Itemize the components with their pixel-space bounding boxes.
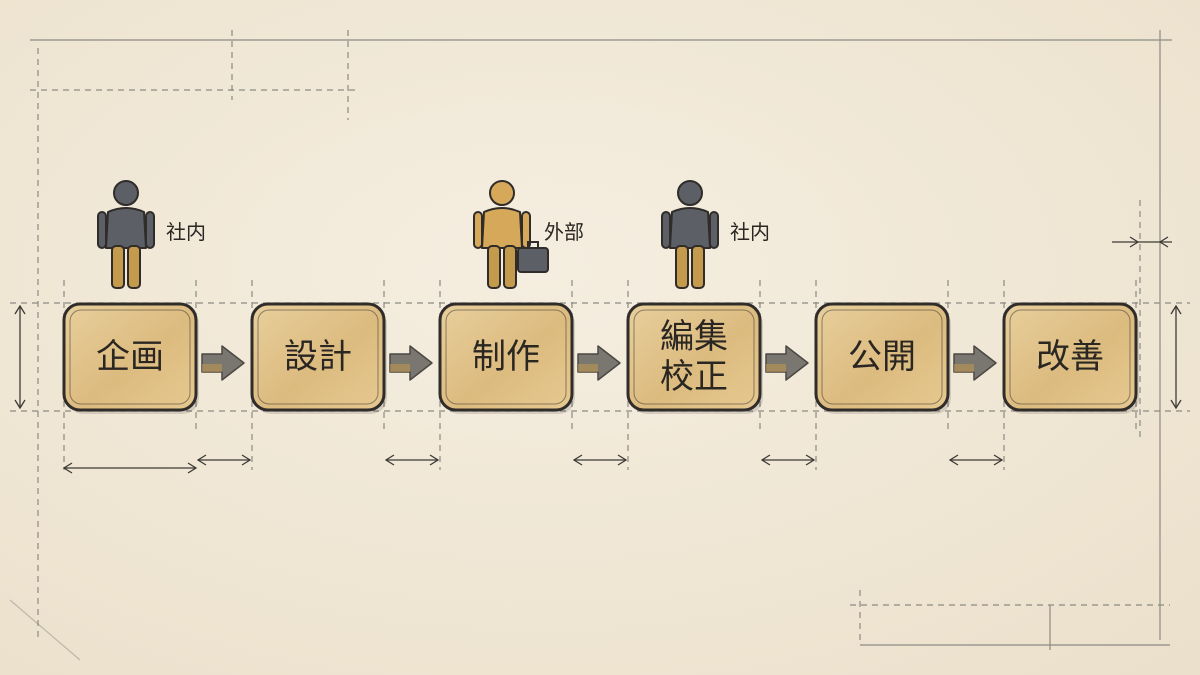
gap-dimension-head [572, 454, 583, 466]
gap-dimension-head [948, 454, 959, 466]
person-head [113, 180, 139, 206]
step-box-inner [1009, 309, 1131, 405]
role-label: 社内 [730, 220, 770, 244]
flow-arrow-tint [766, 364, 786, 372]
person-leg [111, 245, 125, 289]
margin-dimension-head [1129, 236, 1140, 248]
flow-arrow-tint [202, 364, 222, 372]
person-leg [487, 245, 501, 289]
role-label: 社内 [166, 220, 206, 244]
person-icon: 社内 [97, 180, 206, 289]
person-arm [661, 211, 671, 249]
step-box-inner [633, 309, 755, 405]
frame-corner-line [9, 599, 81, 661]
gap-dimension-head [196, 454, 207, 466]
person-torso [669, 207, 711, 249]
person-arm [97, 211, 107, 249]
gap-dimension-head [760, 454, 771, 466]
person-arm [709, 211, 719, 249]
step-box [438, 302, 574, 412]
step-label: 設計 [284, 337, 352, 377]
person-leg [675, 245, 689, 289]
gap-dimension-head [993, 454, 1004, 466]
box-height-dimension-left-head [14, 304, 26, 315]
briefcase-icon [517, 247, 549, 273]
role-figures: 社内 外部 社内 [97, 180, 770, 289]
step-box-inner [821, 309, 943, 405]
gap-dimension-head [429, 454, 440, 466]
step-box [814, 302, 950, 412]
person-arm [473, 211, 483, 249]
process-step: 改善 [1002, 302, 1139, 414]
flow-arrow-tint [390, 364, 410, 372]
gap-dimension-head [384, 454, 395, 466]
step-label: 公開 [848, 337, 916, 377]
blueprint-guides [9, 30, 1190, 661]
flow-arrows [201, 345, 997, 381]
person-icon: 社内 [661, 180, 770, 289]
process-step: 企画 [62, 302, 199, 414]
box-height-dimension-left-head [14, 399, 26, 410]
person-leg [503, 245, 517, 289]
flow-arrow-tint [954, 364, 974, 372]
person-head [677, 180, 703, 206]
briefcase-handle [527, 241, 539, 248]
gap-dimension-head [241, 454, 252, 466]
step-box [250, 302, 386, 412]
step-label: 改善 [1036, 337, 1104, 377]
step-label: 制作 [472, 337, 540, 377]
step-box-inner [445, 309, 567, 405]
person-torso [105, 207, 147, 249]
gap-dimension-head [617, 454, 628, 466]
person-briefcase-icon: 外部 [473, 180, 584, 289]
person-head [489, 180, 515, 206]
role-label: 外部 [544, 220, 584, 244]
person-leg [127, 245, 141, 289]
person-arm [145, 211, 155, 249]
person-leg [691, 245, 705, 289]
box-width-dimension-head [187, 462, 198, 474]
box-height-dimension-right-head [1170, 304, 1182, 315]
person-torso [481, 207, 523, 249]
flow-arrow-tint [578, 364, 598, 372]
step-box-inner [257, 309, 379, 405]
dimension-lines [14, 236, 1182, 474]
process-step: 設計 [250, 302, 387, 414]
process-step: 制作 [438, 302, 575, 414]
margin-dimension-head [1158, 236, 1169, 248]
gap-dimension-head [805, 454, 816, 466]
box-width-dimension-head [62, 462, 73, 474]
step-label: 編集 [660, 317, 728, 357]
step-box [62, 302, 198, 412]
step-label: 企画 [96, 337, 164, 377]
step-box [626, 302, 762, 412]
step-label: 校正 [660, 357, 728, 397]
step-box-inner [69, 309, 191, 405]
process-step: 公開 [814, 302, 951, 414]
box-height-dimension-right-head [1170, 399, 1182, 410]
step-box [1002, 302, 1138, 412]
